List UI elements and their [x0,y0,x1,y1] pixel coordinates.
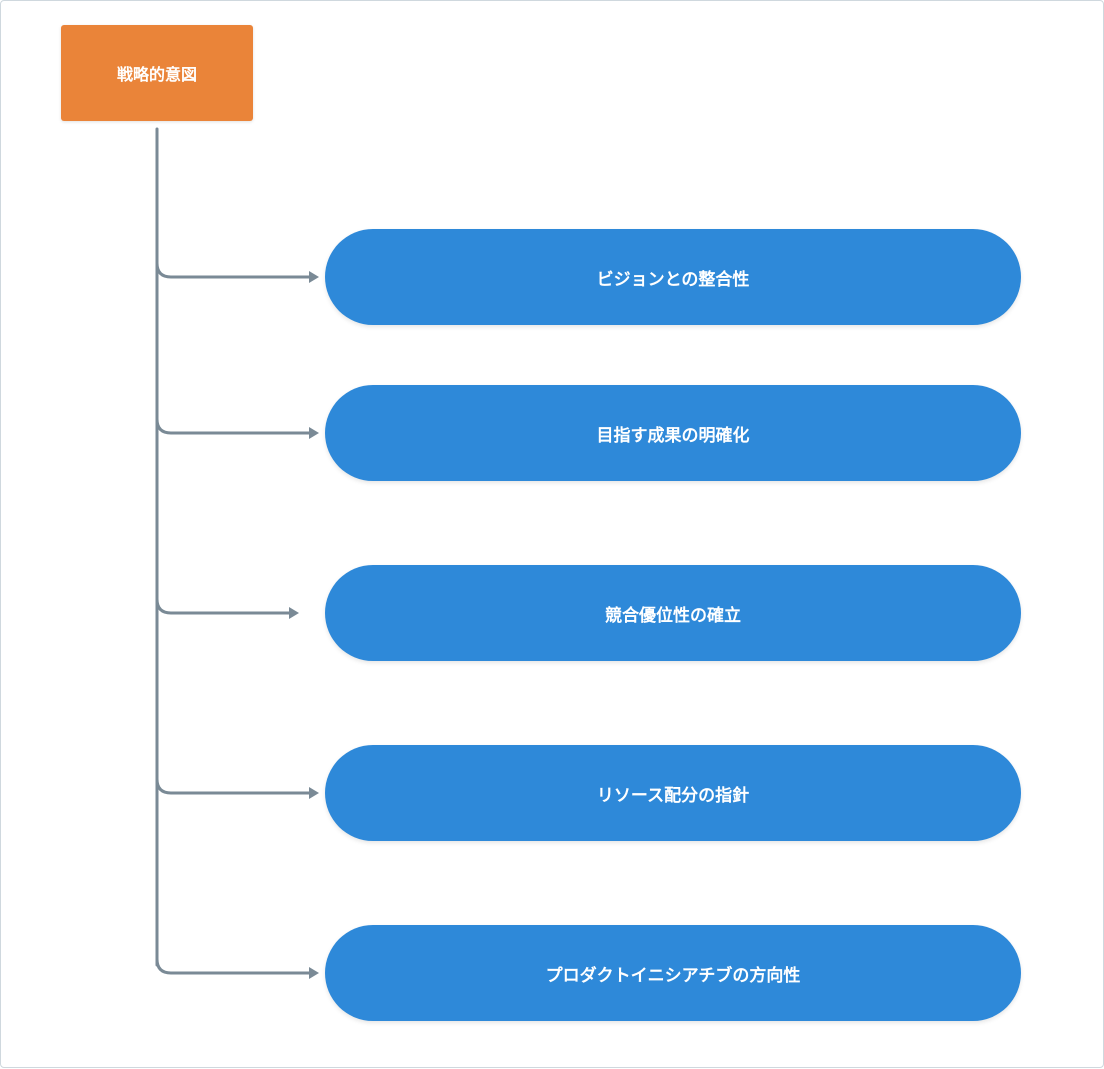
child-node-label: 目指す成果の明確化 [596,425,750,446]
root-node: 戦略的意図 [61,25,253,121]
branch-line-5 [155,957,311,975]
child-node-label: 競合優位性の確立 [605,605,741,626]
arrowhead-3 [289,607,299,619]
child-node-5: プロダクトイニシアチブの方向性 [325,925,1021,1021]
child-node-4: リソース配分の指針 [325,745,1021,841]
branch-line-3 [155,597,291,615]
child-node-label: ビジョンとの整合性 [596,269,750,290]
root-node-label: 戦略的意図 [116,65,197,84]
branch-line-1 [155,261,311,279]
child-node-label: プロダクトイニシアチブの方向性 [545,965,801,986]
child-node-1: ビジョンとの整合性 [325,229,1021,325]
arrowhead-1 [309,271,319,283]
branch-line-2 [155,417,311,435]
branch-line-4 [155,777,311,795]
child-node-3: 競合優位性の確立 [325,565,1021,661]
arrowhead-4 [309,787,319,799]
arrowhead-2 [309,427,319,439]
child-node-2: 目指す成果の明確化 [325,385,1021,481]
arrowhead-5 [309,967,319,979]
child-node-label: リソース配分の指針 [596,785,750,806]
